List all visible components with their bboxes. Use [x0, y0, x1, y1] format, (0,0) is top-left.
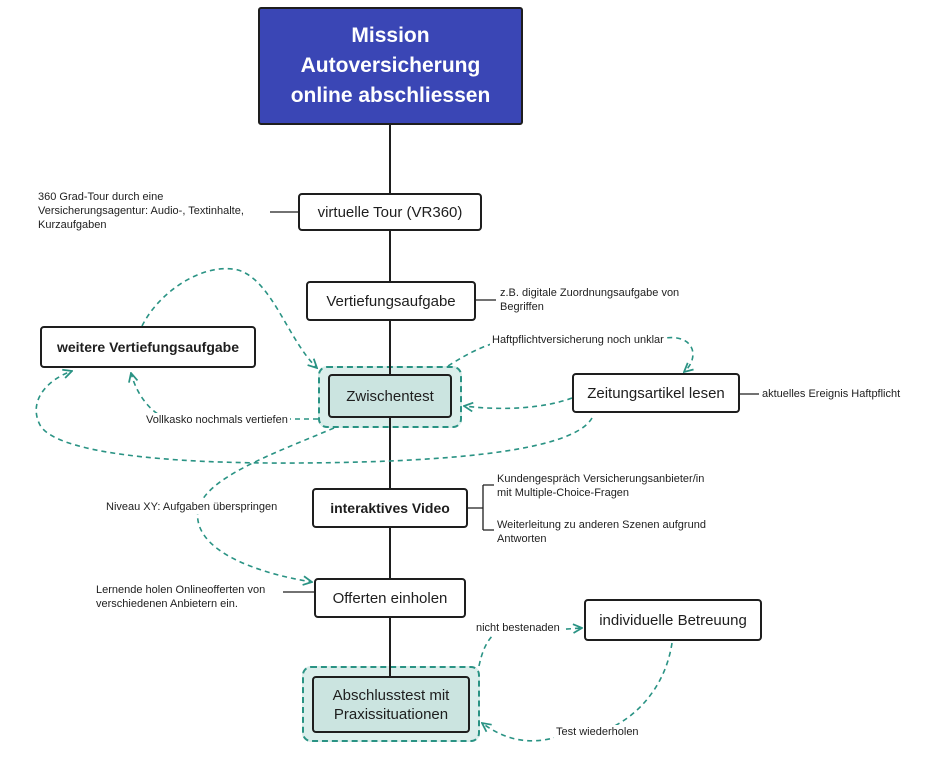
annotation-line: Weiterleitung zu anderen Szenen aufgrund	[497, 519, 706, 531]
node-interaktives-video: interaktives Video	[312, 488, 468, 528]
title-line: online abschliessen	[290, 84, 491, 107]
node-abschlusstest-line: Abschlusstest mit	[332, 686, 450, 704]
node-zwischentest: Zwischentest	[328, 374, 452, 418]
video-annotation-bracket	[468, 484, 494, 531]
node-abschlusstest: Abschlusstest mit Praxissituationen	[312, 676, 470, 733]
title-line: Autoversicherung	[300, 54, 481, 77]
node-individuelle-betreuung: individuelle Betreuung	[584, 599, 762, 641]
annotation-line: Kundengespräch Versicherungsanbieter/in	[497, 473, 705, 485]
diagram-title: Mission Autoversicherung online abschlie…	[258, 7, 523, 125]
node-offerten-einholen: Offerten einholen	[314, 578, 466, 618]
annotation-offerten: Lernende holen Onlineofferten von versch…	[96, 583, 265, 611]
edge-zwischentest-to-weitere-vollkasko	[131, 373, 318, 420]
edge-label-nicht-bestanden: nicht bestenaden	[474, 621, 562, 635]
annotation-line: verschiedenen Anbietern ein.	[96, 598, 238, 610]
annotation-line: mit Multiple-Choice-Fragen	[497, 487, 630, 499]
annotation-line: z.B. digitale Zuordnungsaufgabe von	[500, 287, 680, 299]
edge-abschluss-to-betreuung	[478, 628, 582, 667]
node-abschlusstest-line: Praxissituationen	[333, 705, 449, 723]
edge-zeitung-to-zwischentest	[464, 397, 573, 408]
annotation-video-redirect: Weiterleitung zu anderen Szenen aufgrund…	[497, 518, 706, 546]
title-line: Mission	[351, 24, 430, 47]
annotation-line: Lernende holen Onlineofferten von	[96, 584, 266, 596]
annotation-line: 360 Grad-Tour durch eine	[38, 191, 164, 203]
annotation-virtual-tour: 360 Grad-Tour durch eine Versicherungsag…	[38, 190, 244, 232]
edge-weitere-to-zwischentest	[141, 267, 317, 368]
edge-label-vollkasko: Vollkasko nochmals vertiefen	[144, 413, 290, 427]
node-zeitungsartikel-lesen: Zeitungsartikel lesen	[572, 373, 740, 413]
annotation-zeitungsartikel: aktuelles Ereignis Haftpflicht	[762, 388, 901, 400]
node-vertiefungsaufgabe: Vertiefungsaufgabe	[306, 281, 476, 321]
node-weitere-vertiefungsaufgabe: weitere Vertiefungsaufgabe	[40, 326, 256, 368]
annotation-line: Versicherungsagentur: Audio-, Textinhalt…	[38, 205, 244, 217]
annotation-vertiefungsaufgabe: z.B. digitale Zuordnungsaufgabe von Begr…	[500, 286, 679, 314]
edge-label-haftpflicht: Haftpflichtversicherung noch unklar	[490, 333, 666, 347]
annotation-line: Kurzaufgaben	[38, 219, 107, 231]
edge-label-niveau: Niveau XY: Aufgaben überspringen	[104, 500, 280, 514]
edge-label-test-wiederholen: Test wiederholen	[554, 725, 641, 739]
annotation-line: Antworten	[497, 533, 547, 545]
node-virtual-tour: virtuelle Tour (VR360)	[298, 193, 482, 231]
annotation-line: Begriffen	[500, 301, 544, 313]
edge-zeitung-to-weitere	[35, 371, 593, 464]
annotation-video-dialog: Kundengespräch Versicherungsanbieter/in …	[497, 472, 704, 500]
